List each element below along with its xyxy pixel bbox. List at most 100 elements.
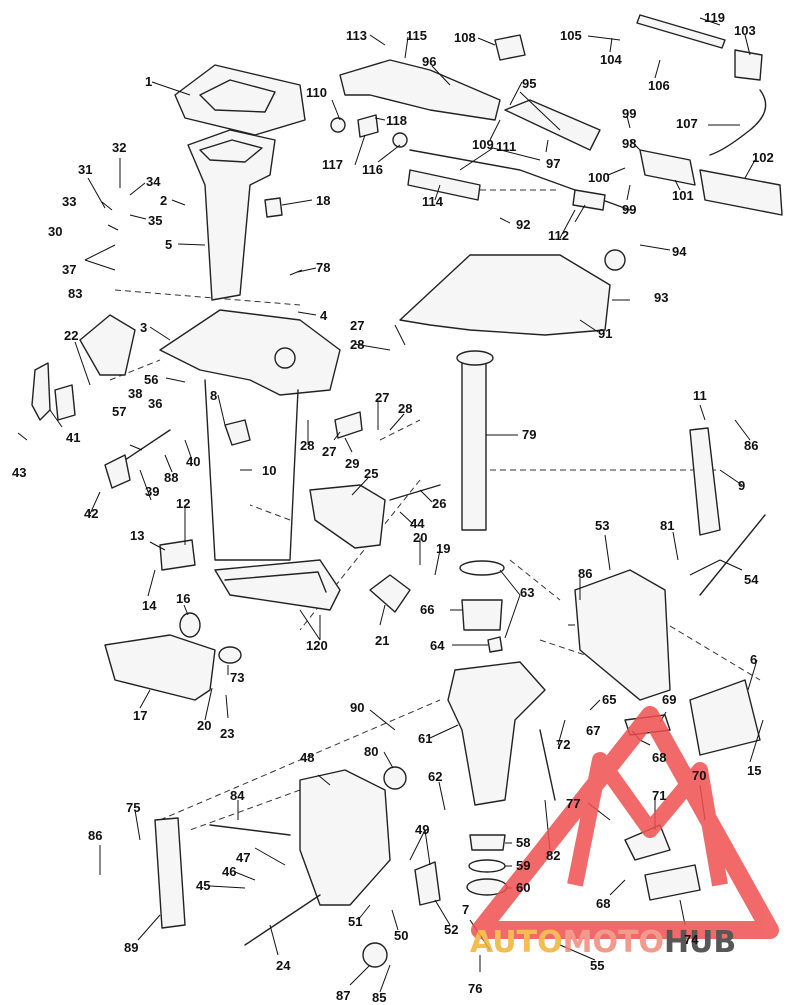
callout-64: 64 xyxy=(430,638,445,653)
watermark-inner-mark xyxy=(567,752,728,887)
part-handle-grip xyxy=(699,169,783,216)
callout-37: 37 xyxy=(62,262,76,277)
callout-3: 3 xyxy=(140,320,147,335)
callout-68: 68 xyxy=(652,750,666,765)
part-leg xyxy=(204,379,299,561)
callout-77: 77 xyxy=(566,796,580,811)
callout-20: 20 xyxy=(197,718,211,733)
callout-96: 96 xyxy=(422,54,436,69)
callout-108: 108 xyxy=(454,30,476,45)
callout-65: 65 xyxy=(602,692,616,707)
callout-40: 40 xyxy=(186,454,200,469)
callout-27: 27 xyxy=(375,390,389,405)
callout-86: 86 xyxy=(88,828,102,843)
callout-21: 21 xyxy=(375,633,389,648)
callout-8: 8 xyxy=(210,388,217,403)
part-stern-bracket-left xyxy=(299,769,391,906)
callout-115: 115 xyxy=(406,28,427,43)
callout-83: 83 xyxy=(68,286,82,301)
callout-51: 51 xyxy=(348,914,362,929)
callout-87: 87 xyxy=(336,988,350,1003)
callout-66: 66 xyxy=(420,602,434,617)
callout-34: 34 xyxy=(146,174,161,189)
part-grommet xyxy=(264,197,283,218)
callout-60: 60 xyxy=(516,880,530,895)
callout-62: 62 xyxy=(428,769,442,784)
callout-33: 33 xyxy=(62,194,76,209)
watermark-brand-hub: HUB xyxy=(664,925,736,960)
callout-76: 76 xyxy=(468,981,482,996)
callout-69: 69 xyxy=(662,692,676,707)
callout-116: 116 xyxy=(362,162,383,177)
callout-10: 10 xyxy=(262,463,276,478)
callout-28: 28 xyxy=(300,438,314,453)
callout-55: 55 xyxy=(590,958,604,973)
callout-80: 80 xyxy=(364,744,378,759)
callout-5: 5 xyxy=(165,237,172,252)
callout-4: 4 xyxy=(320,308,328,323)
callout-24: 24 xyxy=(276,958,291,973)
callout-68: 68 xyxy=(596,896,610,911)
callout-49: 49 xyxy=(415,822,429,837)
callout-102: 102 xyxy=(752,150,774,165)
callout-88: 88 xyxy=(164,470,178,485)
callout-53: 53 xyxy=(595,518,609,533)
callout-16: 16 xyxy=(176,591,190,606)
callout-82: 82 xyxy=(546,848,560,863)
callout-114: 114 xyxy=(422,194,444,209)
callout-41: 41 xyxy=(66,430,80,445)
callout-59: 59 xyxy=(516,858,530,873)
callout-13: 13 xyxy=(130,528,144,543)
callout-94: 94 xyxy=(672,244,687,259)
watermark-brand-auto: AUTO xyxy=(470,925,563,960)
callout-72: 72 xyxy=(556,737,570,752)
callout-107: 107 xyxy=(676,116,698,131)
callout-57: 57 xyxy=(112,404,126,419)
callout-29: 29 xyxy=(345,456,359,471)
callout-70: 70 xyxy=(692,768,706,783)
callout-38: 38 xyxy=(128,386,142,401)
callout-19: 19 xyxy=(436,541,450,556)
callout-117: 117 xyxy=(322,157,343,172)
callout-15: 15 xyxy=(747,763,761,778)
callout-12: 12 xyxy=(176,496,190,511)
callout-85: 85 xyxy=(372,990,386,1005)
callout-99: 99 xyxy=(622,202,636,217)
callout-31: 31 xyxy=(78,162,92,177)
callout-11: 11 xyxy=(693,388,707,403)
callout-45: 45 xyxy=(196,878,210,893)
callout-101: 101 xyxy=(672,188,694,203)
callout-28: 28 xyxy=(350,337,364,352)
callout-84: 84 xyxy=(230,788,245,803)
callout-109: 109 xyxy=(472,137,494,152)
callout-6: 6 xyxy=(750,652,757,667)
callout-20: 20 xyxy=(413,530,427,545)
part-swivel-tube xyxy=(461,359,487,531)
callout-27: 27 xyxy=(322,444,336,459)
callout-17: 17 xyxy=(133,708,147,723)
callout-119: 119 xyxy=(704,10,725,25)
callout-105: 105 xyxy=(560,28,582,43)
part-exhaust-housing xyxy=(187,129,276,301)
callout-98: 98 xyxy=(622,136,636,151)
callout-23: 23 xyxy=(220,726,234,741)
callout-9: 9 xyxy=(738,478,745,493)
callout-97: 97 xyxy=(546,156,560,171)
part-gasket-plate xyxy=(174,64,306,136)
callout-90: 90 xyxy=(350,700,364,715)
callout-78: 78 xyxy=(316,260,330,275)
callout-95: 95 xyxy=(522,76,536,91)
callout-106: 106 xyxy=(648,78,670,93)
part-bracket xyxy=(309,484,386,549)
part-tiller-arm xyxy=(339,59,501,121)
callout-79: 79 xyxy=(522,427,536,442)
callout-75: 75 xyxy=(126,800,140,815)
callout-46: 46 xyxy=(222,864,236,879)
callout-118: 118 xyxy=(386,113,407,128)
callout-73: 73 xyxy=(230,670,244,685)
callout-42: 42 xyxy=(84,506,98,521)
callout-28: 28 xyxy=(398,401,412,416)
callout-93: 93 xyxy=(654,290,668,305)
callout-36: 36 xyxy=(148,396,162,411)
